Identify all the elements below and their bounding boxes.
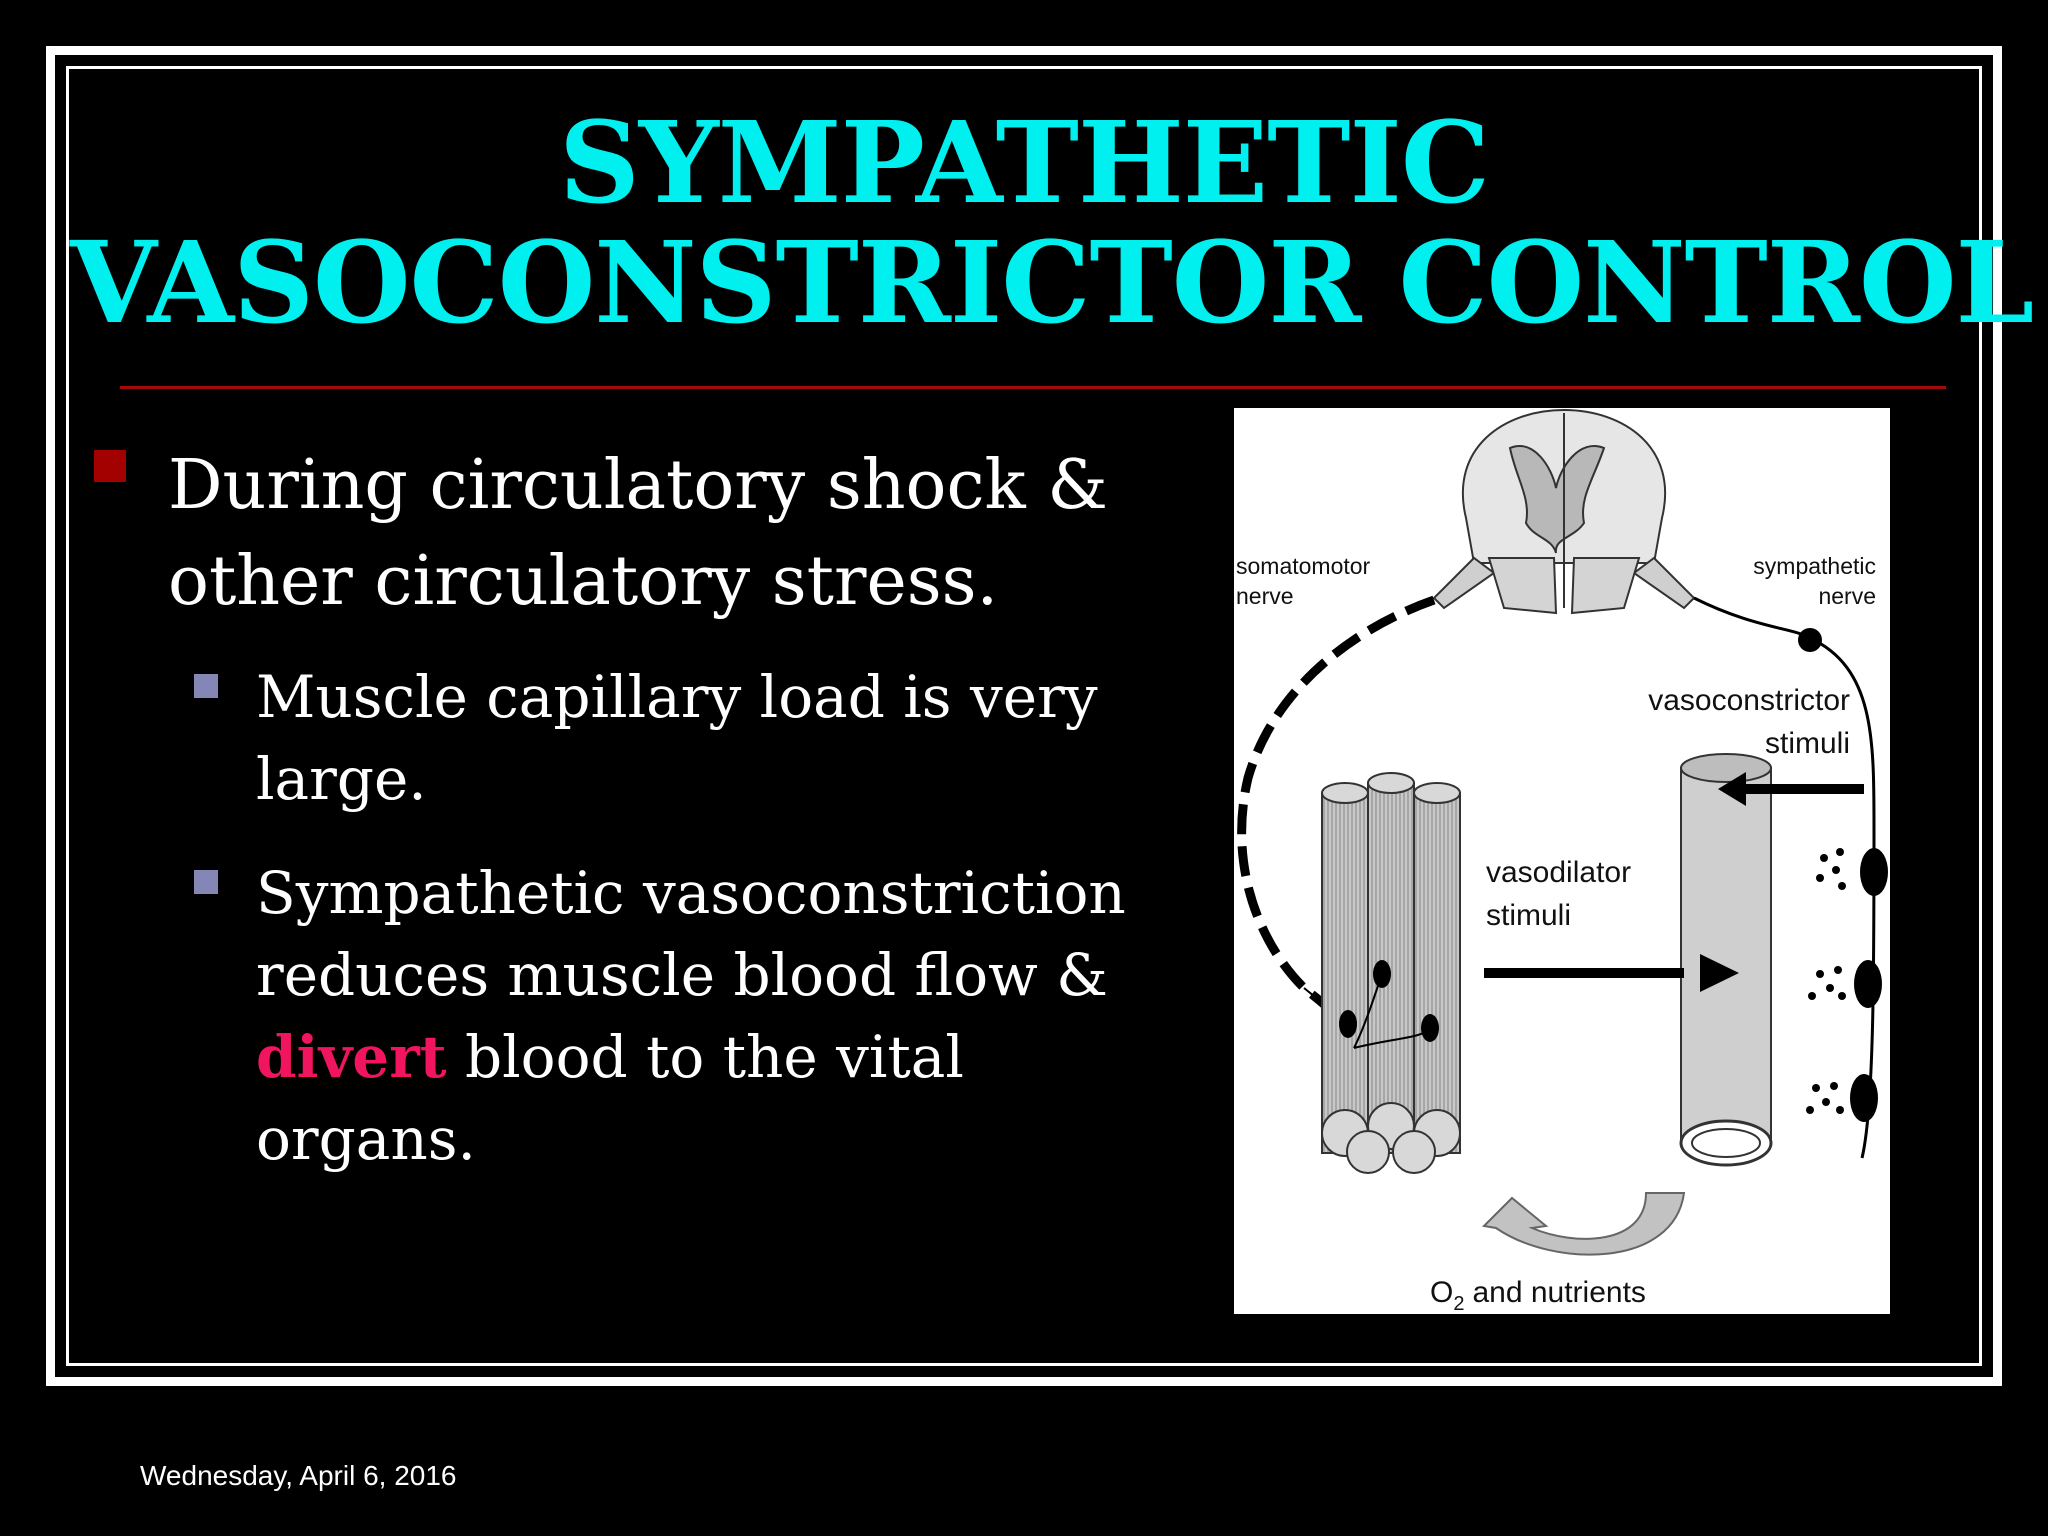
title-line-2: VASOCONSTRICTOR CONTROL — [70, 218, 2034, 349]
spinal-cord-icon — [1432, 408, 1696, 615]
bullet-text: During circulatory shock & other circula… — [168, 446, 1108, 621]
o2-nutrients-label: O2 and nutrients — [1430, 1276, 1646, 1314]
sub-bullet-text-end: blood to the vital organs. — [256, 1023, 964, 1173]
vasodilator-label-2: stimuli — [1486, 899, 1571, 932]
o2-subscript: 2 — [1453, 1293, 1464, 1314]
sub-bullet-square-icon — [194, 870, 218, 894]
somatomotor-label-2: nerve — [1236, 583, 1294, 609]
title-divider — [120, 386, 1946, 389]
bullet-list: During circulatory shock & other circula… — [92, 438, 1172, 1180]
slide-outer-frame — [46, 46, 2002, 1386]
bullet-item: During circulatory shock & other circula… — [92, 438, 1172, 630]
curved-arrow-icon — [1481, 1192, 1686, 1256]
sub-bullet-square-icon — [194, 674, 218, 698]
vasodilator-arrow-icon — [1484, 954, 1739, 992]
somatomotor-label-1: somatomotor — [1236, 553, 1371, 579]
sympathetic-nerve — [1693, 596, 1876, 1159]
sub-bullet-item: Sympathetic vasoconstriction reduces mus… — [194, 852, 1172, 1180]
vasodilator-label-1: vasodilator — [1486, 856, 1631, 889]
vasoconstrictor-label-1: vasoconstrictor — [1648, 684, 1850, 717]
sympathetic-label-1: sympathetic — [1753, 553, 1876, 579]
highlight-word: divert — [256, 1023, 447, 1091]
title-line-1: SYMPATHETIC — [558, 98, 1490, 229]
footer-date: Wednesday, April 6, 2016 — [140, 1460, 457, 1491]
vasoconstrictor-label-2: stimuli — [1765, 727, 1850, 760]
bullet-square-icon — [94, 450, 126, 482]
blood-vessel-icon — [1679, 753, 1773, 1167]
muscle-fiber-icon — [1321, 772, 1461, 1174]
vasoconstrictor-arrow-icon — [1718, 772, 1864, 806]
o2-rest: and nutrients — [1472, 1276, 1645, 1309]
sub-bullet-text: Muscle capillary load is very large. — [256, 663, 1098, 813]
o2-prefix: O — [1430, 1276, 1453, 1309]
slide-title: SYMPATHETIC VASOCONSTRICTOR CONTROL — [70, 98, 2034, 349]
slide-inner-frame — [66, 66, 1982, 1366]
sub-bullet-item: Muscle capillary load is very large. — [194, 656, 1172, 820]
sub-bullet-text: Sympathetic vasoconstriction reduces mus… — [256, 859, 1126, 1009]
vasoconstriction-diagram: somatomotor nerve sympathetic nerve vaso… — [1234, 408, 1890, 1314]
sympathetic-label-2: nerve — [1818, 583, 1876, 609]
